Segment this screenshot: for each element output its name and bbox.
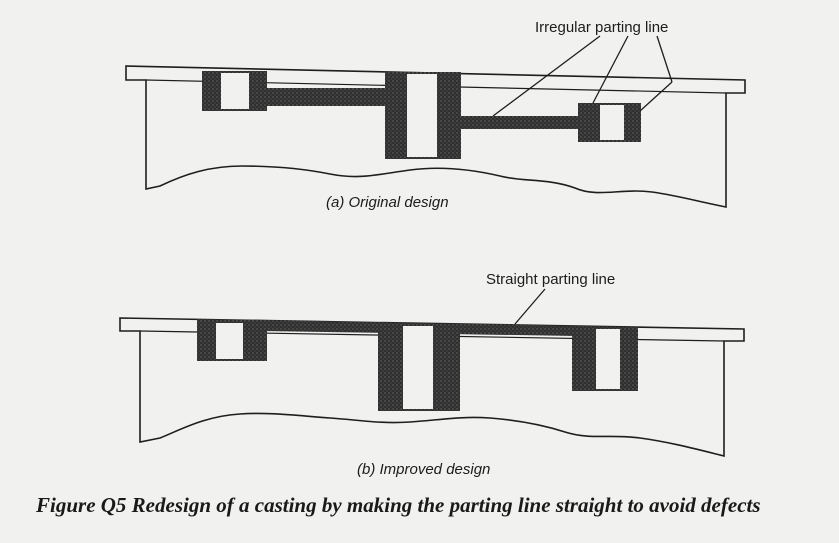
left-boss-core-improved	[216, 323, 243, 359]
irregular-parting-line-leaders	[492, 35, 673, 117]
original-design-diagram: Irregular parting line (a) Original desi…	[125, 19, 746, 211]
right-boss-core	[600, 105, 624, 140]
left-web	[267, 88, 385, 106]
left-boss-core	[221, 73, 249, 109]
figure-caption: Figure Q5 Redesign of a casting by makin…	[35, 493, 761, 517]
straight-parting-line-label: Straight parting line	[486, 271, 615, 288]
right-boss-core-improved	[596, 329, 620, 389]
casting-sections-original	[202, 71, 641, 159]
irregular-parting-line-label: Irregular parting line	[535, 19, 668, 36]
improved-design-diagram: Straight parting line (b) Improved desig…	[119, 271, 745, 478]
center-boss-core-improved	[403, 326, 433, 409]
improved-design-caption: (b) Improved design	[357, 461, 490, 478]
mold-box-outline-improved	[119, 317, 745, 458]
original-design-caption: (a) Original design	[326, 194, 449, 211]
casting-sections-improved	[197, 319, 638, 411]
center-boss-core	[407, 74, 437, 157]
right-web	[461, 116, 578, 129]
straight-parting-line-leader	[514, 288, 546, 325]
mold-box-outline	[125, 65, 746, 208]
